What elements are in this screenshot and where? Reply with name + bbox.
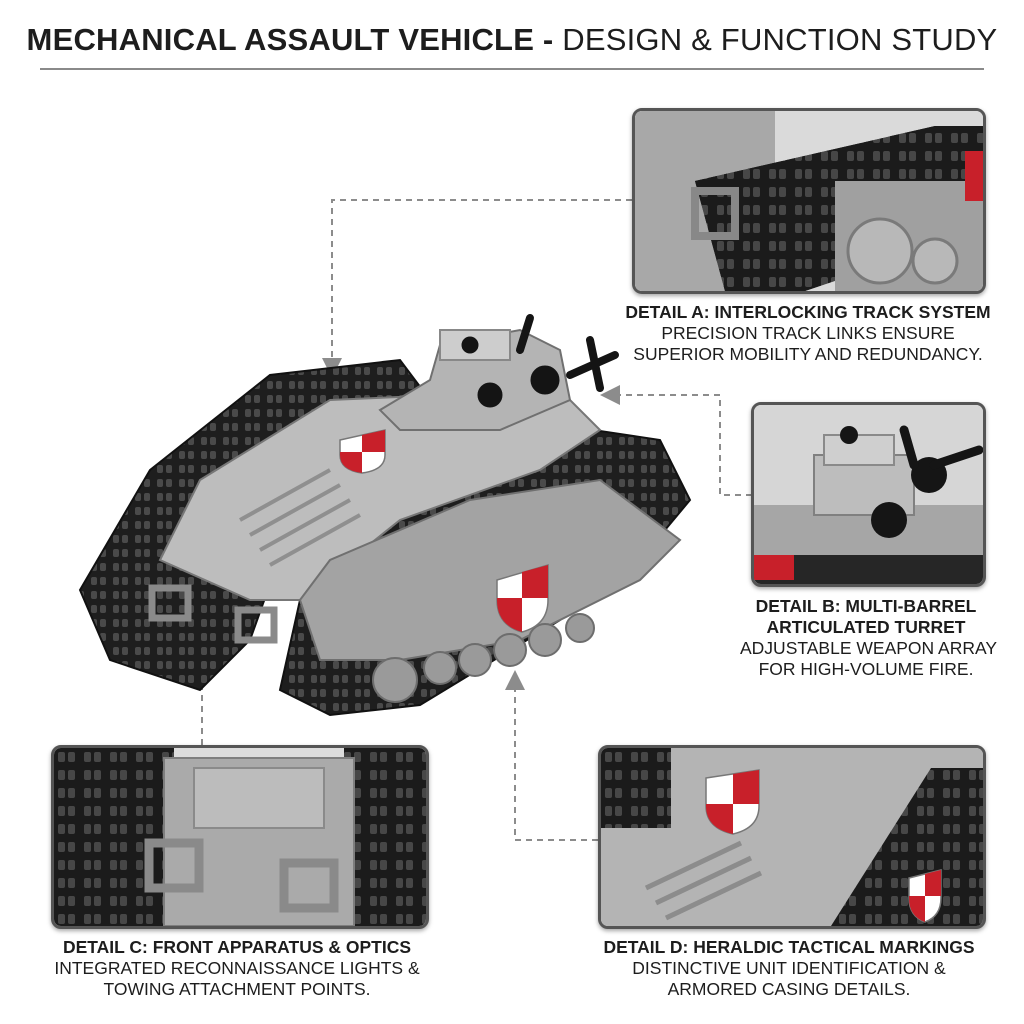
turret [378, 328, 572, 431]
detail-c-heading: DETAIL C: FRONT APPARATUS & OPTICS [62, 937, 412, 957]
title-bold: MECHANICAL ASSAULT VEHICLE - [26, 22, 554, 57]
track-closeup-illustration [635, 111, 983, 291]
detail-b-heading-2: ARTICULATED TURRET [766, 617, 966, 637]
front-tow-right [234, 606, 278, 644]
turret-barrels [461, 314, 619, 408]
detail-a-panel [632, 108, 986, 294]
markings-closeup-illustration [601, 748, 983, 926]
turret-closeup-illustration [754, 405, 983, 584]
detail-c-line-1: INTEGRATED RECONNAISSANCE LIGHTS & [54, 958, 420, 978]
detail-b-line-1: ADJUSTABLE WEAPON ARRAY [740, 638, 998, 658]
connector-b [600, 385, 752, 496]
detail-c-caption: DETAIL C: FRONT APPARATUS & OPTICS INTEG… [40, 937, 434, 1000]
detail-a-line-2: SUPERIOR MOBILITY AND REDUNDANCY. [633, 344, 983, 364]
heraldic-shield-side [496, 563, 549, 633]
detail-d-heading: DETAIL D: HERALDIC TACTICAL MARKINGS [603, 937, 975, 957]
road-wheels [372, 613, 595, 703]
detail-a-caption: DETAIL A: INTERLOCKING TRACK SYSTEM PREC… [618, 302, 998, 365]
hull-body [158, 388, 602, 601]
connector-d [505, 670, 598, 841]
detail-b-panel [751, 402, 986, 587]
detail-a-line-1: PRECISION TRACK LINKS ENSURE [661, 323, 955, 343]
connector-a [322, 199, 632, 378]
detail-d-caption: DETAIL D: HERALDIC TACTICAL MARKINGS DIS… [584, 937, 994, 1000]
side-shield-closeup [908, 869, 942, 923]
deck-grille [239, 468, 361, 567]
detail-b-line-2: FOR HIGH-VOLUME FIRE. [758, 659, 974, 679]
heraldic-shield-deck [339, 429, 386, 474]
detail-b-heading-1: DETAIL B: MULTI-BARREL [755, 596, 977, 616]
front-tow-left [148, 584, 192, 622]
title-divider [40, 68, 984, 70]
detail-d-line-2: ARMORED CASING DETAILS. [667, 979, 911, 999]
detail-d-line-1: DISTINCTIVE UNIT IDENTIFICATION & [632, 958, 946, 978]
detail-b-caption: DETAIL B: MULTI-BARREL ARTICULATED TURRE… [740, 596, 998, 680]
detail-d-panel [598, 745, 986, 929]
title-light: DESIGN & FUNCTION STUDY [562, 22, 998, 57]
front-closeup-illustration [54, 748, 426, 926]
detail-c-panel [51, 745, 429, 929]
deck-shield-closeup [705, 769, 760, 835]
side-armor [298, 478, 682, 661]
page-title: MECHANICAL ASSAULT VEHICLE - DESIGN & FU… [0, 22, 1024, 58]
detail-a-heading: DETAIL A: INTERLOCKING TRACK SYSTEM [625, 302, 991, 322]
detail-c-line-2: TOWING ATTACHMENT POINTS. [103, 979, 371, 999]
